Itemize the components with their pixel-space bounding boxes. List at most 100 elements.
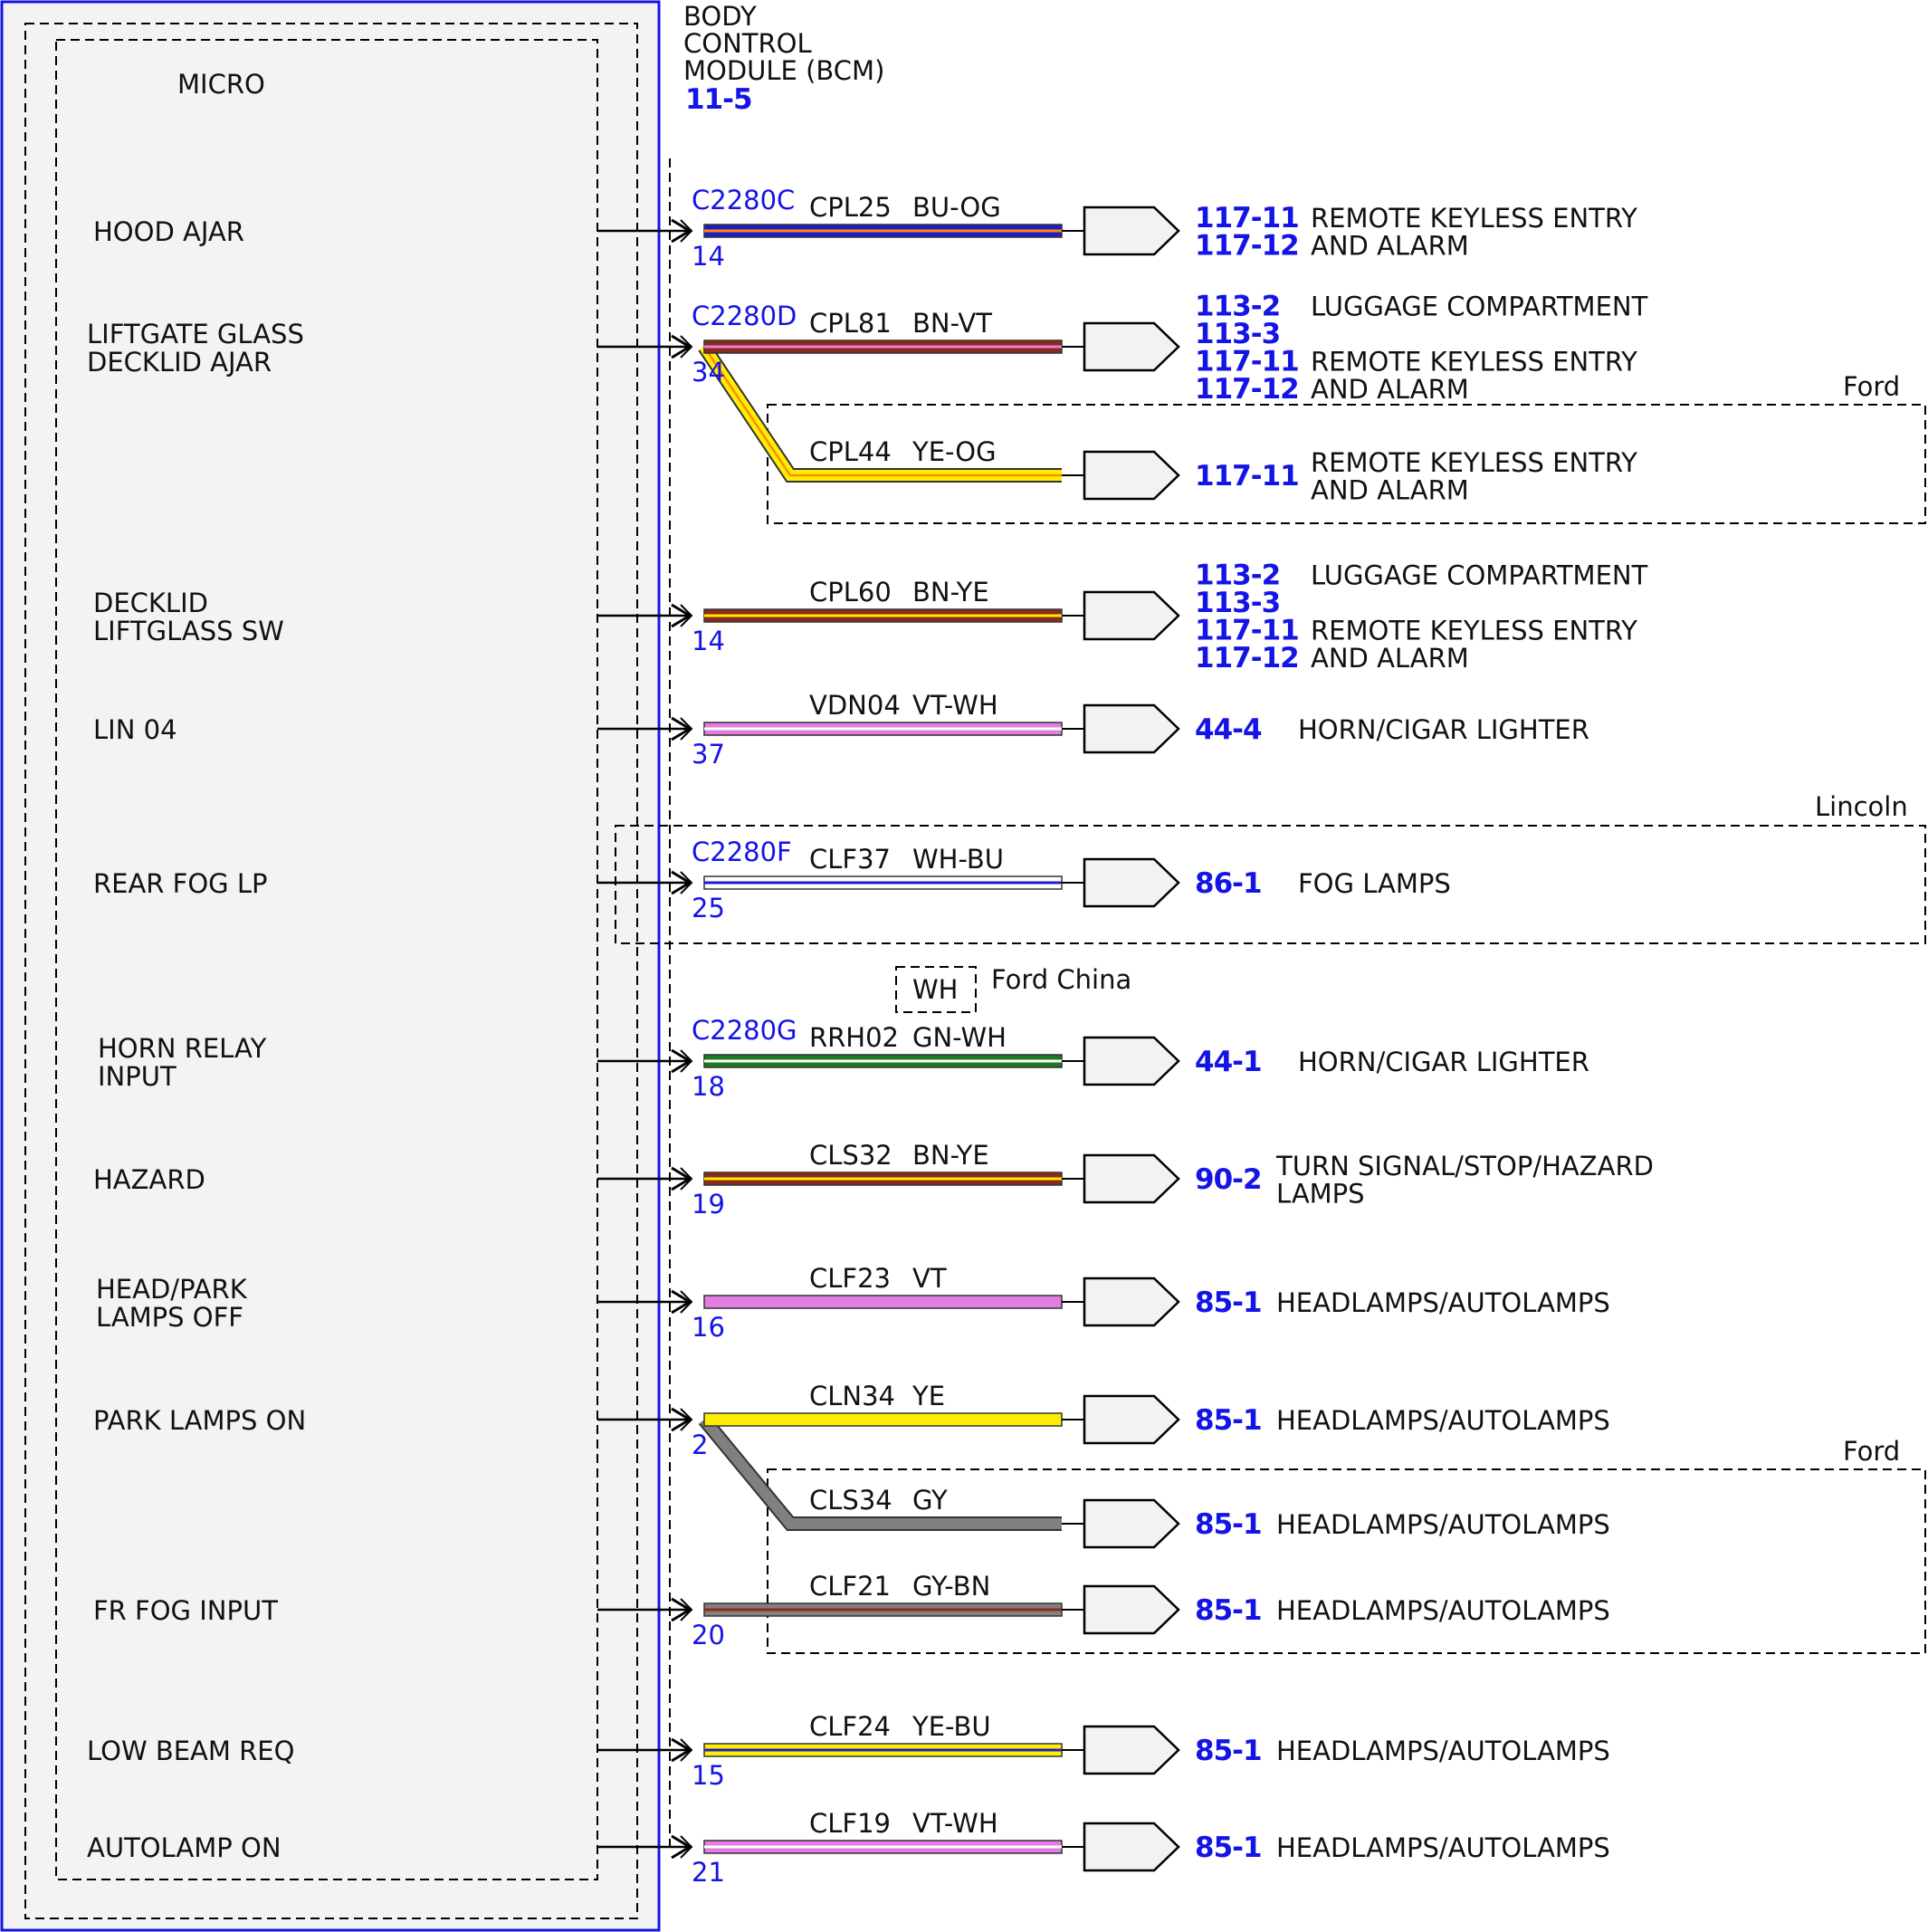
pin-number: 15 — [692, 1760, 725, 1791]
signal-label: REAR FOG LP — [93, 868, 268, 899]
pin-arrow-icon — [680, 1835, 693, 1859]
destination-label: FOG LAMPS — [1298, 868, 1451, 899]
option-boxes: Ford Lincoln Ford WH Ford China — [615, 371, 1926, 1654]
destination-label: REMOTE KEYLESS ENTRY — [1311, 346, 1637, 377]
signal-label: INPUT — [98, 1061, 177, 1092]
pin-arrow-icon — [680, 335, 693, 359]
destination-label: HEADLAMPS/AUTOLAMPS — [1276, 1595, 1610, 1626]
signal-label: DECKLID — [93, 588, 208, 618]
pin-number: 21 — [692, 1857, 725, 1888]
module-ref: 11-5 — [685, 83, 752, 116]
destination-label: HORN/CIGAR LIGHTER — [1298, 1047, 1589, 1077]
wire-color: BN-YE — [912, 1140, 989, 1171]
pin-number: 34 — [692, 357, 725, 387]
option-box-ford-lower — [767, 1468, 1926, 1654]
signal-label: LOW BEAM REQ — [87, 1736, 294, 1766]
pin-arrow-icon — [680, 1167, 693, 1191]
page-ref: 117-11 — [1195, 460, 1299, 493]
branch-wires — [698, 342, 1062, 1531]
option-box-ford-upper-label: Ford — [1843, 371, 1900, 402]
connector-id: C2280G — [692, 1015, 797, 1046]
signal-label: HORN RELAY — [98, 1033, 267, 1064]
wire-stripe-cpl25 — [704, 229, 1062, 233]
micro-label: MICRO — [177, 69, 265, 100]
circuit-id: CLN34 — [809, 1381, 895, 1411]
module-dashed-outline — [24, 23, 638, 1919]
connector-id: C2280C — [692, 185, 795, 215]
wire-color: YE — [912, 1381, 945, 1411]
wire-stripe-clf37 — [704, 881, 1062, 885]
pin-arrow-icon — [680, 604, 693, 627]
destination-label: REMOTE KEYLESS ENTRY — [1311, 203, 1637, 234]
ford-china-label: Ford China — [991, 964, 1131, 995]
wire-color: YE-BU — [912, 1711, 991, 1742]
pin-arrow-icon — [671, 1597, 692, 1622]
wire-stripe-cls32 — [704, 1177, 1062, 1181]
circuit-id: CLS32 — [809, 1140, 892, 1171]
pin-number: 14 — [692, 241, 725, 272]
connector-terminal-icon — [1083, 590, 1180, 641]
page-ref: 44-4 — [1195, 713, 1262, 746]
destination-label: LAMPS — [1276, 1179, 1365, 1210]
pin-arrow-icon — [671, 1737, 692, 1763]
pin-arrow-icon — [671, 1166, 692, 1191]
bcm-module: MICRO — [0, 0, 671, 1932]
connector-terminal-icon — [1083, 321, 1180, 372]
pin-arrow-icon — [680, 1290, 693, 1314]
signal-label: PARK LAMPS ON — [93, 1405, 306, 1436]
pin-arrow-icon — [671, 870, 692, 895]
ford-china-box-text: WH — [912, 974, 958, 1005]
page-ref: 113-2 — [1195, 559, 1280, 591]
signal-label: DECKLID AJAR — [87, 347, 272, 378]
wire-color: BN-VT — [912, 308, 992, 339]
pin-arrow-icon — [680, 1738, 693, 1762]
page-ref: 117-12 — [1195, 229, 1299, 262]
connector-terminal-icon — [1083, 206, 1180, 256]
page-ref: 85-1 — [1195, 1832, 1262, 1864]
page-ref: 85-1 — [1195, 1508, 1262, 1541]
pin-arrow-icon — [671, 334, 692, 359]
connector-terminal-icon — [1083, 1498, 1180, 1549]
pin-arrow-icon — [680, 871, 693, 894]
circuit-id: CLF24 — [809, 1711, 891, 1742]
wire-color: GY-BN — [912, 1571, 990, 1602]
wire-stripe-clf21 — [704, 1608, 1062, 1612]
circuit-id: CPL44 — [809, 436, 892, 467]
option-box-lincoln — [615, 825, 1926, 944]
wire-stripe-vdn04 — [704, 727, 1062, 731]
wire-branch-cpl44-stripe — [702, 346, 1062, 477]
signal-label: HAZARD — [93, 1164, 205, 1195]
page-ref: 85-1 — [1195, 1594, 1262, 1627]
signal-label: AUTOLAMP ON — [87, 1832, 282, 1863]
signal-label: HOOD AJAR — [93, 216, 244, 247]
pin-number: 37 — [692, 739, 725, 770]
ford-china-box — [895, 966, 977, 1013]
page-ref: 44-1 — [1195, 1046, 1262, 1078]
page-ref: 117-11 — [1195, 614, 1299, 646]
destination-label: LUGGAGE COMPARTMENT — [1311, 560, 1648, 590]
wire-color: BN-YE — [912, 577, 989, 607]
page-ref: 85-1 — [1195, 1286, 1262, 1319]
pin-arrow-icon — [680, 1408, 693, 1431]
connector-terminal-icon — [1083, 1822, 1180, 1872]
pin-number: 25 — [692, 893, 725, 923]
connector-terminal-icon — [1083, 450, 1180, 501]
wire-color: VT — [912, 1263, 947, 1294]
circuit-id: CLF21 — [809, 1571, 891, 1602]
pin-arrow-icon — [671, 1407, 692, 1432]
circuit-id: CLF37 — [809, 844, 891, 875]
pin-arrow-icon — [680, 219, 693, 243]
